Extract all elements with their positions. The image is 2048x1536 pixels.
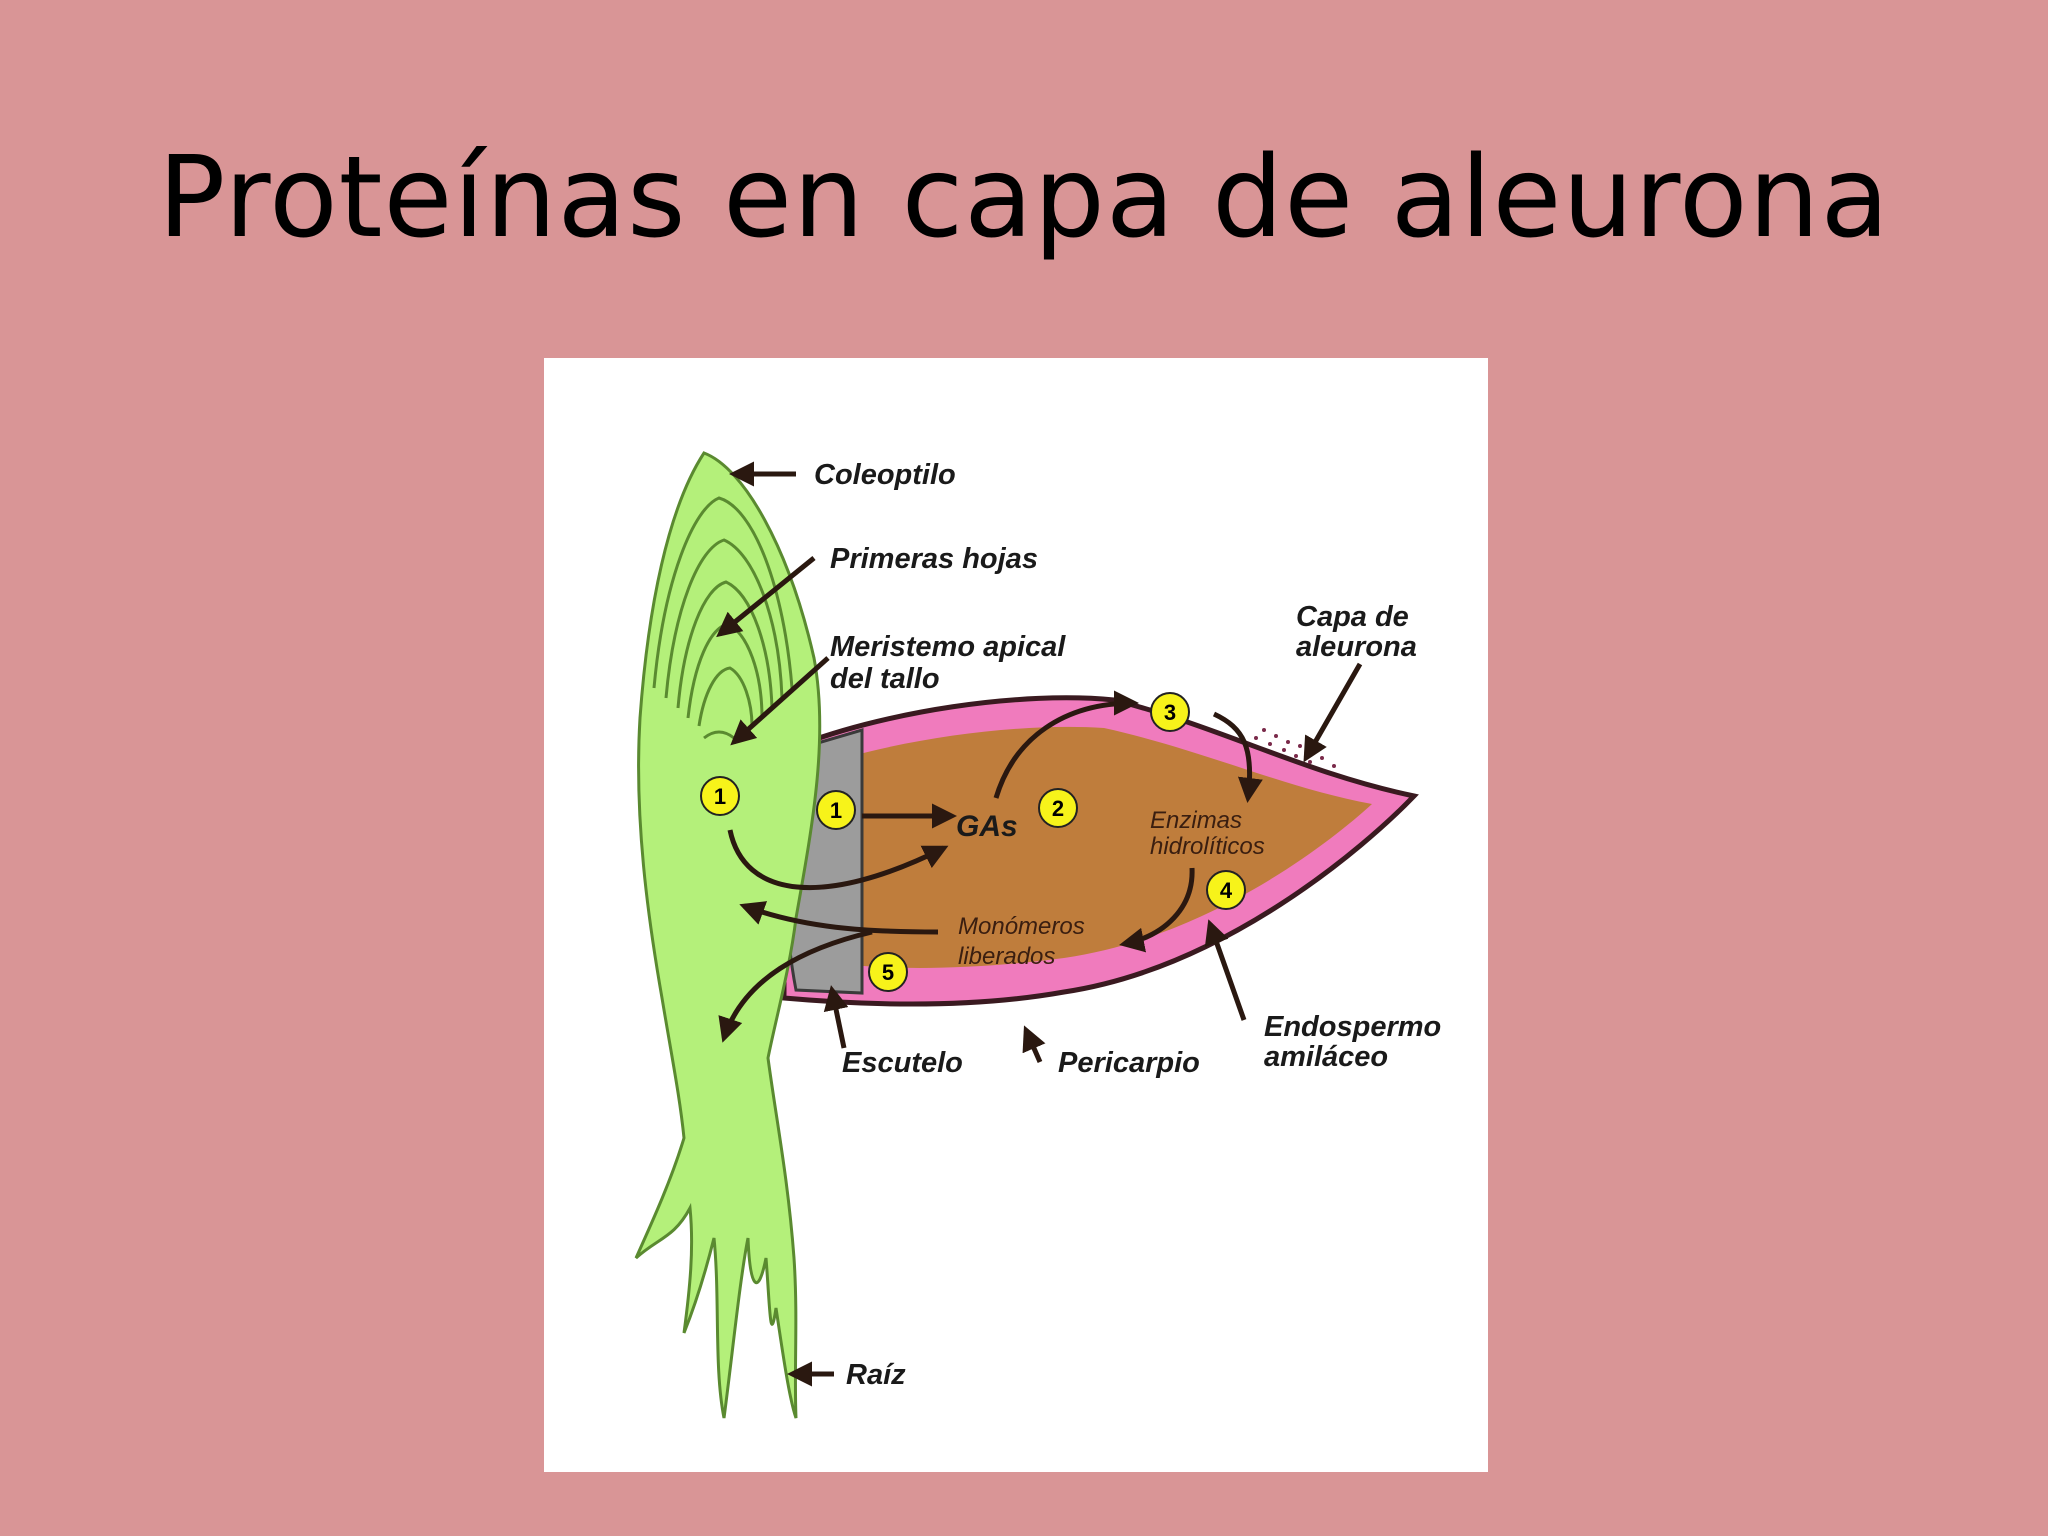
label-endospermo-1: Endospermo — [1264, 1011, 1441, 1043]
escutelo-arrow — [823, 985, 849, 1049]
label-endospermo-2: amiláceo — [1264, 1041, 1388, 1073]
gas-to-aleurone-arrow — [993, 690, 1139, 799]
label-raiz: Raíz — [846, 1359, 906, 1391]
svg-text:1: 1 — [830, 798, 842, 823]
label-pericarpio: Pericarpio — [1058, 1047, 1200, 1079]
label-escutelo: Escutelo — [842, 1047, 963, 1079]
outer-labels: Coleoptilo Primeras hojas Meristemo apic… — [814, 459, 1441, 1391]
step-badge-5: 5 — [868, 952, 908, 992]
step-badges: 1 1 2 3 4 5 — [700, 692, 1246, 992]
endospermo-arrow — [1204, 919, 1247, 1021]
svg-text:5: 5 — [882, 960, 894, 985]
label-coleoptilo: Coleoptilo — [814, 459, 956, 491]
process-arrows — [718, 690, 1263, 1043]
inner-labels: GAs Enzimas hidrolíticos Monómeros liber… — [956, 807, 1265, 970]
leaf-arcs — [652, 496, 794, 727]
germination-diagram: 1 1 2 3 4 5 Coleoptilo Primeras hojas Me… — [544, 358, 1488, 1472]
monomers-to-shoot-arrow — [739, 901, 939, 935]
coleoptile-shoot — [634, 451, 822, 1419]
svg-text:4: 4 — [1220, 878, 1233, 903]
svg-text:2: 2 — [1052, 796, 1064, 821]
pointer-arrows — [716, 461, 1363, 1387]
capa-aleurona-arrow — [1303, 662, 1363, 763]
slide-title: Proteínas en capa de aleurona — [157, 133, 1891, 263]
aleurone-to-enzymes-arrow — [1212, 711, 1263, 803]
label-meristemo-2: del tallo — [830, 663, 940, 695]
meristemo-arrow — [730, 656, 830, 746]
svg-text:3: 3 — [1164, 700, 1176, 725]
label-enzimas-1: Enzimas — [1150, 807, 1242, 834]
step-badge-1b: 1 — [816, 790, 856, 830]
enzymes-to-monomers-arrow — [1119, 867, 1195, 953]
step-badge-1a: 1 — [700, 776, 740, 816]
step-badge-2: 2 — [1038, 788, 1078, 828]
gas-to-scutellum-arrow — [727, 829, 949, 890]
label-monomeros-1: Monómeros — [958, 913, 1085, 940]
label-primeras-hojas: Primeras hojas — [830, 543, 1038, 575]
monomers-to-root-arrow — [718, 929, 873, 1043]
svg-text:1: 1 — [714, 784, 726, 809]
label-enzimas-2: hidrolíticos — [1150, 833, 1265, 860]
primeras-hojas-arrow — [716, 556, 816, 638]
diagram-svg: 1 1 2 3 4 5 Coleoptilo Primeras hojas Me… — [634, 451, 1441, 1419]
label-meristemo-1: Meristemo apical — [830, 631, 1066, 663]
label-capa-1: Capa de — [1296, 601, 1409, 633]
label-capa-2: aleurona — [1296, 631, 1417, 663]
seedling — [634, 451, 822, 1419]
label-gas: GAs — [956, 810, 1018, 843]
pericarpio-arrow — [1022, 1025, 1046, 1064]
label-monomeros-2: liberados — [958, 943, 1055, 970]
step-badge-3: 3 — [1150, 692, 1190, 732]
step-badge-4: 4 — [1206, 870, 1246, 910]
